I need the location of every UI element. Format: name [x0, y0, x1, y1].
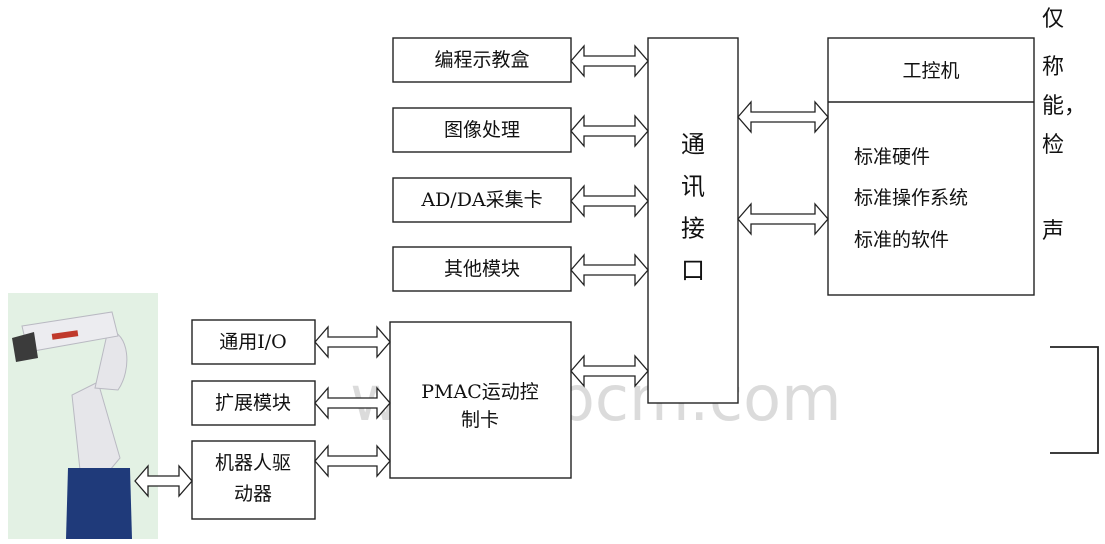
robot-arm-image	[8, 293, 158, 539]
module-label-image-processing: 图像处理	[444, 119, 520, 141]
side-text-5: 声	[1042, 219, 1064, 244]
side-text-4: 检	[1042, 133, 1064, 158]
comm-interface-char-3: 接	[681, 215, 705, 243]
arrow-image-processing	[571, 116, 648, 146]
robot-driver-label-line2: 动器	[234, 483, 272, 505]
side-text-1: 仅	[1042, 7, 1064, 32]
robot-driver-label-line1: 机器人驱	[215, 452, 291, 474]
ipc-item-os: 标准操作系统	[854, 187, 968, 209]
expansion-label: 扩展模块	[215, 392, 291, 414]
ipc-item-hardware: 标准硬件	[854, 146, 930, 168]
arrow-adda-card	[571, 186, 648, 216]
clipped-box-fragment	[1050, 347, 1098, 453]
arrow-robot-driver	[135, 466, 192, 496]
side-text-3: 能，	[1042, 94, 1086, 119]
pmac-label-line2: 制卡	[461, 409, 499, 431]
arrow-io-pmac	[315, 327, 390, 357]
side-text-2: 称	[1042, 55, 1064, 80]
ipc-item-software: 标准的软件	[854, 229, 949, 251]
arrow-other-module	[571, 255, 648, 285]
arrow-comm-ipc-upper	[738, 102, 828, 132]
ipc-title: 工控机	[902, 60, 959, 82]
comm-interface-char-1: 通	[681, 131, 705, 159]
module-label-adda-card: AD/DA采集卡	[420, 189, 542, 211]
arrow-teach-pendant	[571, 46, 648, 76]
module-label-teach-pendant: 编程示教盒	[434, 49, 529, 71]
io-label: 通用I/O	[219, 331, 286, 353]
module-label-other: 其他模块	[444, 258, 520, 280]
comm-interface-char-4: 口	[681, 257, 705, 285]
arrow-comm-ipc-lower	[738, 204, 828, 234]
comm-interface-char-2: 讯	[681, 173, 705, 201]
pmac-label-line1: PMAC运动控	[421, 381, 539, 403]
arrow-driver-pmac	[315, 446, 390, 476]
